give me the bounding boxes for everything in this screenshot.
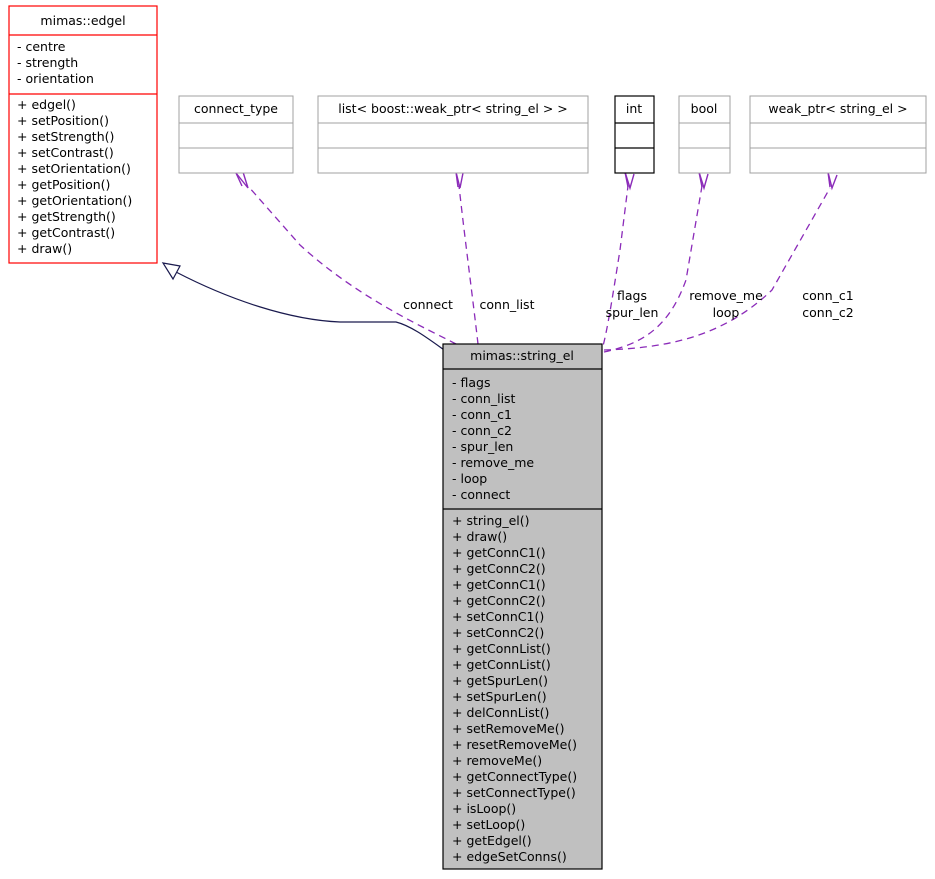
class-node-edgel-method: + edgel() bbox=[17, 97, 76, 112]
class-node-edgel-method: + getPosition() bbox=[17, 177, 110, 192]
class-node-edgel-attribute: - centre bbox=[17, 39, 66, 54]
class-node-string-el-attribute: - flags bbox=[452, 375, 490, 390]
type-node-weak-ptr-title: weak_ptr< string_el > bbox=[768, 101, 907, 116]
class-node-string-el-method: + getConnC1() bbox=[452, 545, 546, 560]
class-node-edgel-method: + setOrientation() bbox=[17, 161, 131, 176]
class-node-string-el-method: + setRemoveMe() bbox=[452, 721, 565, 736]
class-node-string-el-method: + getConnC1() bbox=[452, 577, 546, 592]
class-node-edgel-method: + setStrength() bbox=[17, 129, 114, 144]
dependency-edge-connc1-connc2 bbox=[603, 187, 831, 351]
type-node-list-weak-ptr-frame[interactable] bbox=[317, 95, 589, 174]
dependency-arrowhead-bool bbox=[698, 171, 709, 191]
class-node-string-el-frame[interactable] bbox=[442, 343, 603, 870]
edge-label-remove-me: remove_me bbox=[689, 288, 763, 303]
class-node-string-el-method: + isLoop() bbox=[452, 801, 516, 816]
class-node-edgel-method: + draw() bbox=[17, 241, 72, 256]
class-node-string-el-method: + setConnectType() bbox=[452, 785, 576, 800]
type-node-bool-title: bool bbox=[691, 101, 718, 116]
class-node-edgel-method: + getStrength() bbox=[17, 209, 116, 224]
inheritance-arrowhead bbox=[161, 262, 181, 281]
class-node-edgel-method: + getOrientation() bbox=[17, 193, 132, 208]
class-node-string-el-method: + getConnList() bbox=[452, 657, 551, 672]
dependency-arrowhead-connect bbox=[235, 171, 249, 189]
dependency-edge-conn-list bbox=[458, 185, 479, 345]
class-node-string-el-method: + string_el() bbox=[452, 513, 530, 528]
edge-label-conn-list: conn_list bbox=[480, 297, 535, 312]
class-node-string-el-method: + setConnC1() bbox=[452, 609, 544, 624]
type-node-int-title: int bbox=[626, 101, 642, 116]
class-node-string-el-method: + getSpurLen() bbox=[452, 673, 548, 688]
type-node-list-weak-ptr-title: list< boost::weak_ptr< string_el > > bbox=[338, 101, 568, 116]
class-node-edgel-frame[interactable] bbox=[8, 5, 158, 264]
class-node-string-el-method: + getConnC2() bbox=[452, 593, 546, 608]
edge-label-conn-c1: conn_c1 bbox=[802, 288, 853, 303]
class-node-string-el-method: + edgeSetConns() bbox=[452, 849, 567, 864]
type-node-weak-ptr-frame[interactable] bbox=[749, 95, 927, 174]
class-node-string-el-method: + resetRemoveMe() bbox=[452, 737, 577, 752]
class-node-string-el-method: + delConnList() bbox=[452, 705, 549, 720]
edge-label-loop: loop bbox=[713, 305, 740, 320]
type-node-int[interactable]: int bbox=[614, 95, 655, 174]
class-node-string-el-attribute: - conn_c2 bbox=[452, 423, 512, 438]
dependency-edge-connect bbox=[247, 185, 457, 345]
class-node-edgel-attribute: - orientation bbox=[17, 71, 94, 86]
class-node-string-el-attribute: - conn_list bbox=[452, 391, 516, 406]
dependency-edge-removeme-loop bbox=[603, 185, 703, 353]
type-node-bool[interactable]: bool bbox=[678, 95, 731, 174]
class-node-string-el-attribute: - connect bbox=[452, 487, 510, 502]
class-node-string-el-method: + getEdgel() bbox=[452, 833, 532, 848]
class-node-edgel-method: + setContrast() bbox=[17, 145, 114, 160]
edge-label-connect: connect bbox=[403, 297, 453, 312]
class-node-edgel-attribute: - strength bbox=[17, 55, 78, 70]
type-node-connect-type[interactable]: connect_type bbox=[178, 95, 294, 174]
type-node-connect-type-frame[interactable] bbox=[178, 95, 294, 174]
class-node-string-el[interactable]: mimas::string_el - flags - conn_list - c… bbox=[442, 343, 603, 870]
class-node-string-el-method: + setSpurLen() bbox=[452, 689, 547, 704]
relation-edges bbox=[161, 171, 838, 357]
dependency-arrowhead-int bbox=[624, 171, 635, 191]
class-node-string-el-method: + getConnectType() bbox=[452, 769, 577, 784]
edge-label-spur-len: spur_len bbox=[606, 305, 659, 320]
type-node-weak-ptr[interactable]: weak_ptr< string_el > bbox=[749, 95, 927, 174]
type-node-connect-type-title: connect_type bbox=[194, 101, 278, 116]
class-node-string-el-attribute: - remove_me bbox=[452, 455, 534, 470]
dependency-arrowhead-weakptr bbox=[827, 171, 838, 191]
class-node-string-el-attribute: - loop bbox=[452, 471, 487, 486]
type-node-int-frame[interactable] bbox=[614, 95, 655, 174]
type-node-bool-frame[interactable] bbox=[678, 95, 731, 174]
edge-label-flags: flags bbox=[617, 288, 647, 303]
dependency-arrowhead-conn-list bbox=[455, 171, 464, 189]
class-node-string-el-attribute: - spur_len bbox=[452, 439, 513, 454]
class-node-edgel[interactable]: mimas::edgel - centre - strength - orien… bbox=[8, 5, 158, 264]
class-node-string-el-method: + getConnList() bbox=[452, 641, 551, 656]
dependency-edge-flags-spurlen bbox=[599, 185, 629, 357]
class-node-edgel-title: mimas::edgel bbox=[40, 13, 125, 28]
class-node-string-el-method: + removeMe() bbox=[452, 753, 542, 768]
inheritance-edge-string-el-edgel bbox=[175, 271, 448, 353]
type-node-list-weak-ptr[interactable]: list< boost::weak_ptr< string_el > > bbox=[317, 95, 589, 174]
class-node-string-el-method: + draw() bbox=[452, 529, 507, 544]
class-node-string-el-title: mimas::string_el bbox=[470, 348, 574, 363]
class-node-string-el-method: + setConnC2() bbox=[452, 625, 544, 640]
edge-label-group: connect conn_list flags spur_len remove_… bbox=[403, 288, 854, 320]
class-node-edgel-method: + getContrast() bbox=[17, 225, 115, 240]
class-node-edgel-method: + setPosition() bbox=[17, 113, 109, 128]
class-node-string-el-method: + getConnC2() bbox=[452, 561, 546, 576]
class-node-string-el-attribute: - conn_c1 bbox=[452, 407, 512, 422]
edge-label-conn-c2: conn_c2 bbox=[802, 305, 853, 320]
class-node-string-el-method: + setLoop() bbox=[452, 817, 525, 832]
